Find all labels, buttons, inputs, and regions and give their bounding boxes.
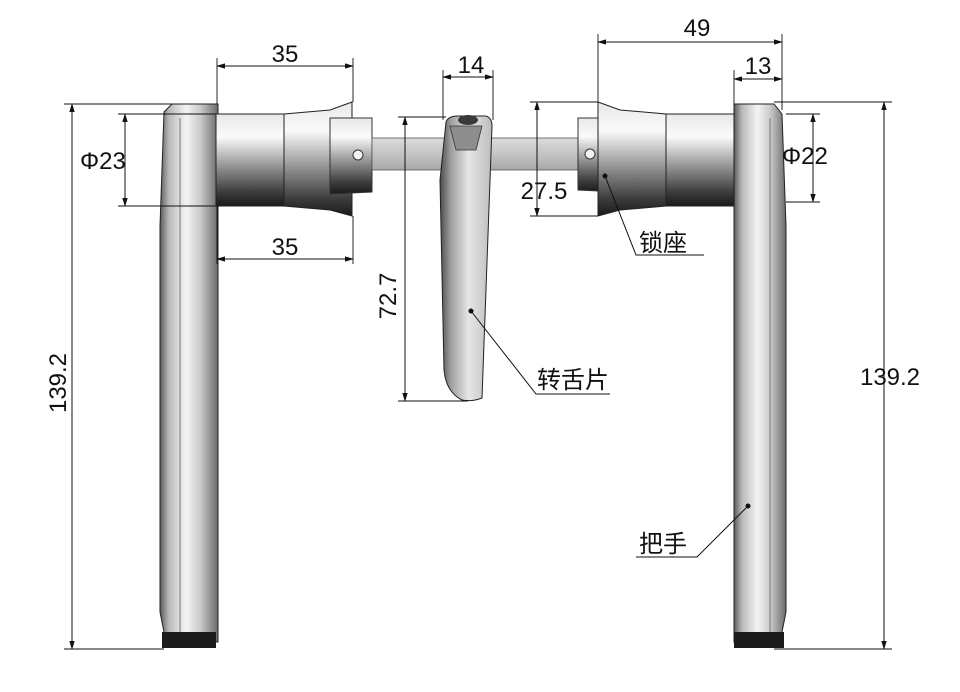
dim-right-handle-thickness: 13 <box>745 53 772 80</box>
dim-left-top-35: 35 <box>272 41 299 68</box>
dim-left-bottom-35: 35 <box>272 234 299 261</box>
tongue-piece <box>439 115 493 402</box>
dimension-lines <box>64 34 892 650</box>
callout-tongue-piece-label: 转舌片 <box>537 366 609 394</box>
callout-handle-label: 把手 <box>639 530 687 558</box>
callout-lock-seat-label: 锁座 <box>639 229 687 257</box>
dim-right-knob-diameter: Φ22 <box>782 143 828 170</box>
dim-seat-offset: 27.5 <box>521 178 568 205</box>
callouts: 锁座 转舌片 把手 <box>468 173 751 558</box>
dim-left-knob-diameter: Φ23 <box>80 148 126 175</box>
right-handle <box>733 103 787 648</box>
callout-handle: 把手 <box>636 503 751 558</box>
dim-right-handle-height: 139.2 <box>860 364 920 391</box>
callout-lock-seat: 锁座 <box>602 173 704 257</box>
dim-tongue-width: 14 <box>458 52 485 79</box>
lock-seat <box>577 101 735 217</box>
left-knob <box>215 101 373 217</box>
dim-right-assembly-width: 49 <box>684 15 711 42</box>
callout-tongue-piece: 转舌片 <box>468 308 610 395</box>
dim-left-handle-height: 139.2 <box>45 353 72 413</box>
dimension-texts: 35 35 Φ23 139.2 14 72.7 27.5 49 13 Φ22 1… <box>45 15 920 413</box>
left-handle <box>159 103 219 648</box>
dim-tongue-height: 72.7 <box>375 273 402 320</box>
